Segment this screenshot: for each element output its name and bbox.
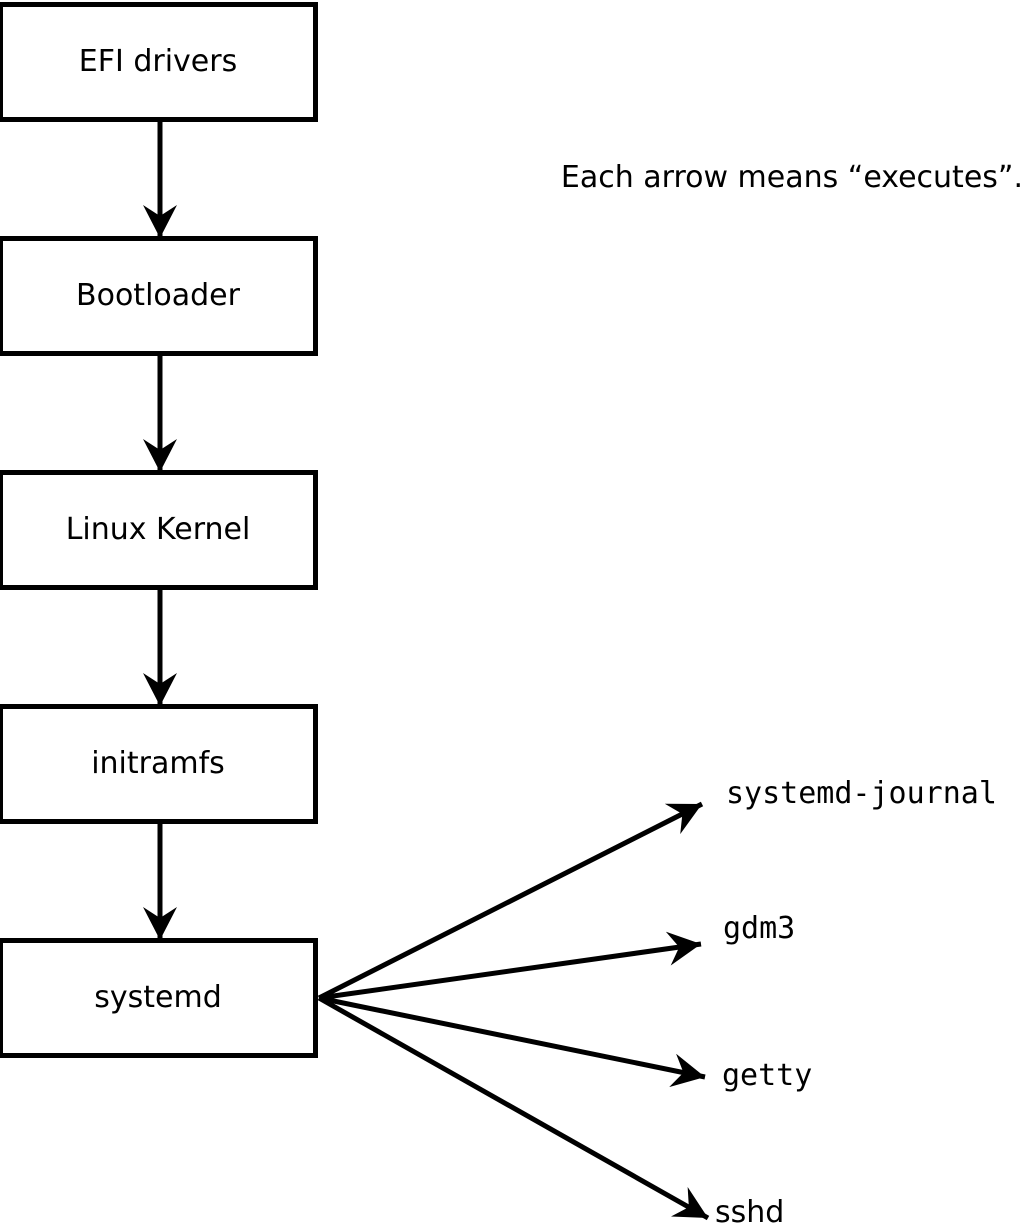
- box-initramfs: initramfs: [0, 704, 318, 824]
- arrow-systemd-to-gdm3: [318, 931, 702, 1001]
- box-initramfs-label: initramfs: [91, 746, 225, 781]
- service-label-sshd: sshd: [715, 1195, 785, 1230]
- box-bootloader-label: Bootloader: [76, 278, 240, 313]
- service-label-systemd-journal: systemd-journal: [726, 776, 997, 811]
- arrow-systemd-to-journal: [317, 801, 704, 1001]
- box-efi-drivers: EFI drivers: [0, 2, 318, 122]
- arrow-systemd-to-sshd: [317, 995, 710, 1221]
- arrow-meaning-note: Each arrow means “executes”.: [560, 160, 1023, 195]
- service-label-gdm3: gdm3: [723, 911, 796, 946]
- box-systemd-label: systemd: [94, 980, 222, 1015]
- service-label-getty: getty: [722, 1058, 813, 1093]
- arrow-systemd-to-getty: [318, 995, 706, 1088]
- box-systemd: systemd: [0, 938, 318, 1058]
- box-bootloader: Bootloader: [0, 236, 318, 356]
- box-linux-kernel-label: Linux Kernel: [65, 512, 251, 547]
- box-linux-kernel: Linux Kernel: [0, 470, 318, 590]
- box-efi-drivers-label: EFI drivers: [78, 44, 238, 79]
